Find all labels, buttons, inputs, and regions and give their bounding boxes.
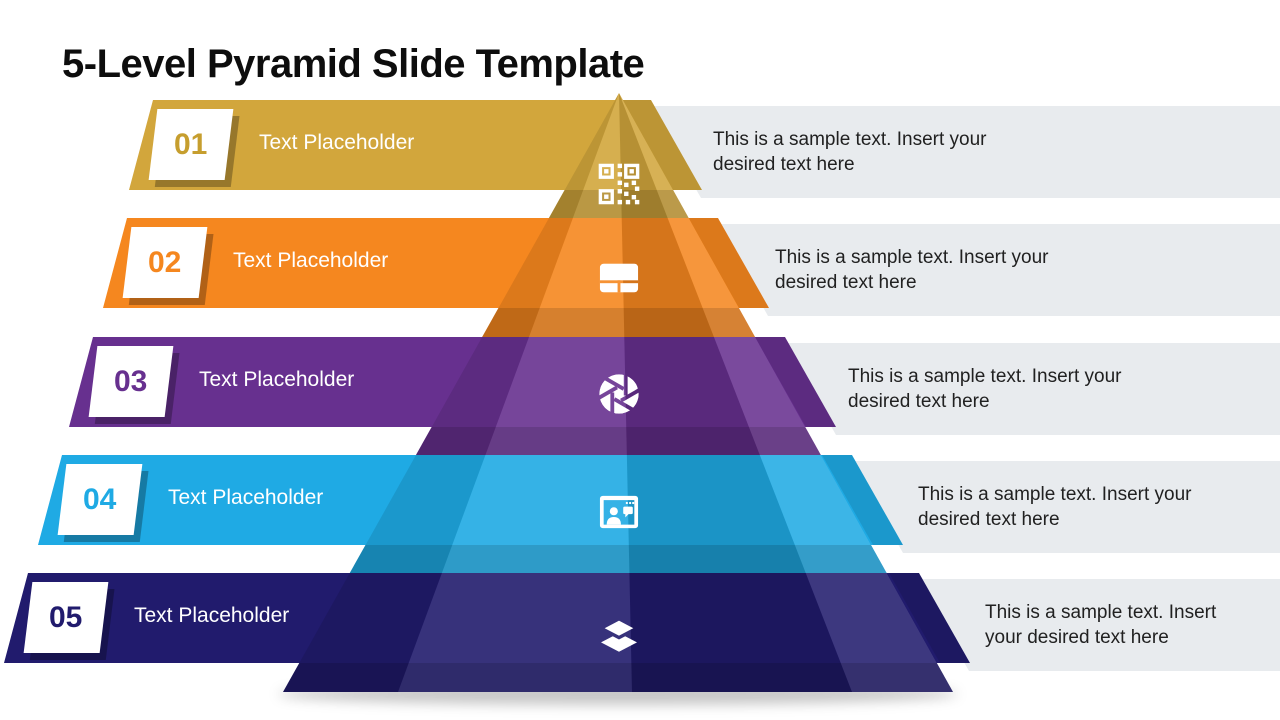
level-number-badge-4[interactable]: 04 bbox=[57, 464, 143, 535]
level-number-badge-5[interactable]: 05 bbox=[23, 582, 109, 653]
level-label-1[interactable]: Text Placeholder bbox=[259, 131, 415, 154]
description-text-3[interactable]: This is a sample text. Insert your desir… bbox=[848, 366, 1122, 412]
level-label-3[interactable]: Text Placeholder bbox=[199, 368, 355, 391]
description-text-5[interactable]: This is a sample text. Insert your desir… bbox=[985, 602, 1217, 648]
description-panel-2: This is a sample text. Insert your desir… bbox=[716, 224, 1280, 316]
description-text-4[interactable]: This is a sample text. Insert your desir… bbox=[918, 484, 1192, 530]
description-panel-5: This is a sample text. Insert your desir… bbox=[917, 579, 1280, 671]
level-number-badge-2[interactable]: 02 bbox=[122, 227, 208, 298]
level-label-4[interactable]: Text Placeholder bbox=[168, 486, 324, 509]
level-label-5[interactable]: Text Placeholder bbox=[134, 604, 290, 627]
description-panel-3: This is a sample text. Insert your desir… bbox=[784, 343, 1280, 435]
qr-code-icon[interactable] bbox=[597, 162, 641, 206]
level-number-badge-1[interactable]: 01 bbox=[148, 109, 234, 180]
slide-title[interactable]: 5-Level Pyramid Slide Template bbox=[62, 42, 645, 86]
camera-aperture-icon[interactable] bbox=[596, 371, 642, 417]
level-number-2: 02 bbox=[148, 245, 182, 279]
description-panel-4: This is a sample text. Insert your desir… bbox=[851, 461, 1280, 553]
level-number-3: 03 bbox=[114, 364, 148, 398]
level-number-5: 05 bbox=[49, 600, 83, 634]
description-text-2[interactable]: This is a sample text. Insert your desir… bbox=[775, 247, 1049, 293]
video-call-window-icon[interactable] bbox=[596, 489, 642, 535]
description-panel-1: This is a sample text. Insert your desir… bbox=[649, 106, 1280, 198]
description-text-1[interactable]: This is a sample text. Insert your desir… bbox=[713, 129, 987, 175]
level-label-2[interactable]: Text Placeholder bbox=[233, 249, 389, 272]
level-number-4: 04 bbox=[83, 482, 117, 516]
stacked-layers-icon[interactable] bbox=[595, 612, 643, 660]
level-number-1: 01 bbox=[174, 127, 208, 161]
level-number-badge-3[interactable]: 03 bbox=[88, 346, 174, 417]
touchpad-layout-icon[interactable] bbox=[596, 255, 642, 301]
